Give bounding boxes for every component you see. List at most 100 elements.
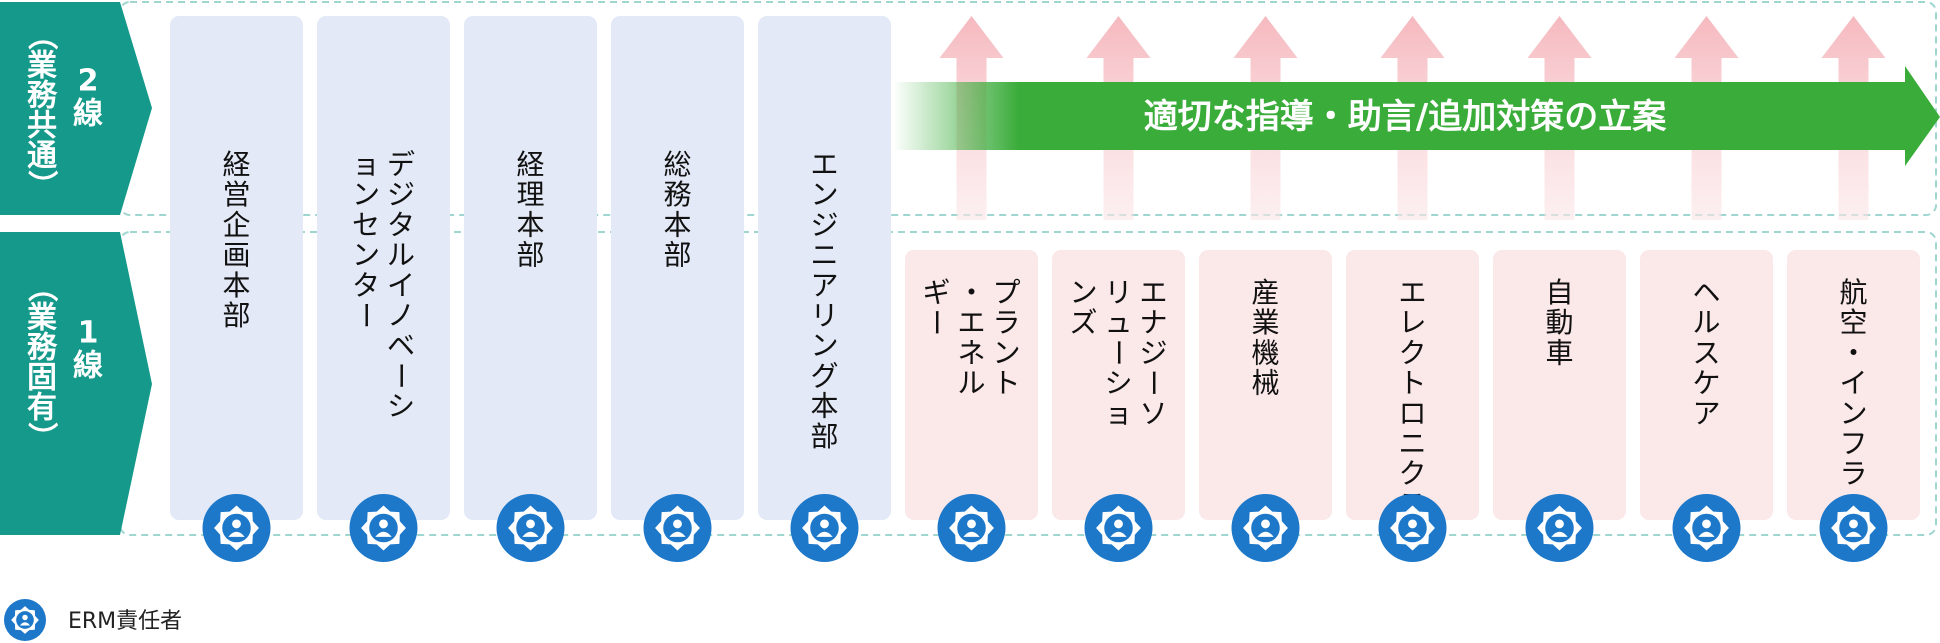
svg-text:自: 自 [1545,276,1573,309]
svg-text:ョ: ョ [1104,397,1132,430]
svg-text:ア: ア [1692,397,1720,430]
svg-text:ニ: ニ [1398,427,1426,460]
svg-text:エ: エ [1139,276,1167,309]
svg-text:共: 共 [27,109,57,144]
svg-text:ン: ン [810,329,838,362]
svg-text:務: 務 [663,178,691,211]
erm-officer-icon [496,494,565,562]
svg-text:線: 線 [73,97,103,132]
svg-text:ニ: ニ [810,239,838,272]
svg-text:ル: ル [1692,306,1720,339]
svg-text:産: 産 [1251,276,1279,309]
erm-officer-icon [349,494,418,562]
svg-text:ー: ー [1102,338,1135,366]
svg-text:本: 本 [810,390,838,423]
business-unit-box [1787,250,1920,520]
svg-text:レ: レ [1398,306,1426,339]
common-dept-box [317,16,450,520]
svg-text:ア: ア [810,269,838,302]
svg-text:1: 1 [78,316,99,351]
erm-officer-icon [4,599,46,641]
svg-text:務: 務 [27,331,58,366]
svg-text:ギ: ギ [922,276,950,309]
business-unit-box [1052,250,1185,520]
common-dept-box [464,16,597,520]
svg-text:ズ: ズ [1069,306,1097,339]
svg-text:機: 機 [1251,336,1279,369]
business-unit-label: 自動車 [1545,276,1573,369]
svg-text:ス: ス [1692,336,1720,369]
svg-text:車: 車 [1545,336,1573,369]
svg-text:ク: ク [1398,457,1426,490]
svg-text:セ: セ [352,208,380,241]
svg-text:械: 械 [1251,367,1279,400]
svg-text:ク: ク [1398,336,1426,369]
svg-text:ョ: ョ [352,148,380,181]
svg-text:シ: シ [387,390,415,423]
svg-text:イ: イ [387,269,415,302]
guidance-arrow [893,66,1940,166]
line1-label-shape [0,232,152,535]
business-unit-box [1493,250,1626,520]
erm-officer-icon [937,494,1006,562]
svg-text:ラ: ラ [992,306,1020,339]
svg-text:ン: ン [992,336,1020,369]
svg-text:本: 本 [222,269,250,302]
svg-text:エ: エ [1398,276,1426,309]
line1-label-number: 1線 [73,316,103,384]
svg-text:営: 営 [222,178,250,211]
erm-officer-icon [1084,494,1153,562]
svg-text:業: 業 [1251,306,1279,339]
svg-text:ン: ン [352,178,380,211]
business-unit-label: エレクトロニクス [1398,276,1426,521]
line2-label-shape [0,2,152,215]
svg-text:画: 画 [222,239,250,272]
svg-text:ベ: ベ [387,329,415,362]
svg-text:・: ・ [1839,336,1867,369]
svg-text:経: 経 [516,148,544,181]
guidance-arrow-label: 適切な指導・助言/追加対策の立案 [1144,97,1667,137]
svg-text:空: 空 [1839,306,1867,339]
svg-text:経: 経 [222,148,250,181]
svg-text:エ: エ [957,306,985,339]
svg-text:イ: イ [1839,367,1867,400]
svg-text:理: 理 [516,178,544,211]
svg-text:ソ: ソ [1139,397,1167,430]
svg-text:業: 業 [27,301,57,336]
common-dept-box [758,16,891,520]
svg-text:ヘ: ヘ [1692,276,1720,309]
svg-text:ュ: ュ [1104,306,1132,339]
svg-text:線: 線 [73,349,103,384]
svg-text:ン: ン [1069,276,1097,309]
svg-text:ル: ル [387,239,415,272]
erm-officer-icon [1378,494,1447,562]
svg-text:シ: シ [1104,367,1132,400]
svg-text:エ: エ [810,148,838,181]
svg-text:）: ） [24,170,59,200]
line2-label-number: 2線 [73,64,103,132]
common-dept-box [170,16,303,520]
erm-officer-icon [1672,494,1741,562]
legend: ERM責任者 [4,599,182,641]
svg-text:務: 務 [27,79,58,114]
svg-text:ナ: ナ [1139,306,1167,339]
svg-text:タ: タ [387,208,415,241]
svg-text:フ: フ [1839,427,1867,460]
svg-text:部: 部 [222,299,250,332]
erm-officer-icon [1525,494,1594,562]
svg-text:ー: ー [1137,369,1170,397]
svg-text:ン: ン [352,239,380,272]
svg-text:プ: プ [992,276,1020,309]
business-unit-box [1346,250,1479,520]
erm-officer-icon [790,494,859,562]
svg-text:航: 航 [1839,276,1867,309]
business-unit-box [1199,250,1332,520]
svg-text:リ: リ [1104,276,1132,309]
svg-text:部: 部 [810,420,838,453]
svg-text:・: ・ [957,276,985,309]
